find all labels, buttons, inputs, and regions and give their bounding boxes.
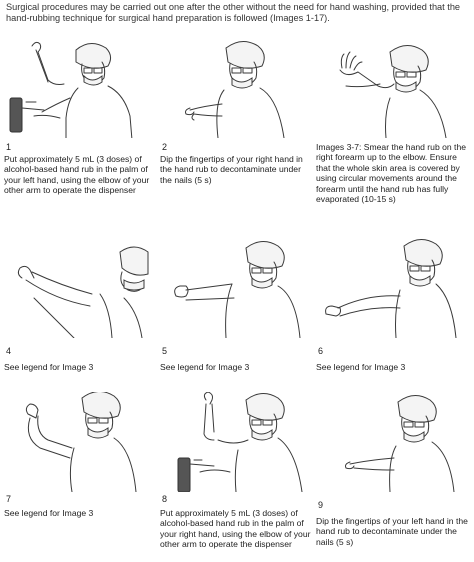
- step-1-caption: Put approximately 5 mL (3 doses) of alco…: [4, 154, 150, 196]
- step-1-illustration: [9, 41, 133, 138]
- step-8: 8 Put approximately 5 mL (3 doses) of al…: [160, 392, 310, 562]
- step-2-illustration: [185, 41, 285, 138]
- step-7: 7 See legend for Image 3: [4, 392, 154, 562]
- step-8-number: 8: [162, 494, 168, 504]
- step-6: 6 See legend for Image 3: [316, 238, 466, 408]
- step-7-illustration: [25, 392, 137, 492]
- step-3-caption: Images 3-7: Smear the hand rub on the ri…: [316, 142, 467, 205]
- step-9-number: 9: [318, 500, 324, 510]
- step-1-number: 1: [6, 142, 12, 152]
- step-4-illustration: [17, 246, 149, 338]
- step-4-caption: See legend for Image 3: [4, 362, 94, 372]
- step-8-caption: Put approximately 5 mL (3 doses) of alco…: [160, 508, 311, 550]
- step-9: 9 Dip the fingertips of your left hand i…: [316, 392, 468, 562]
- step-3: Images 3-7: Smear the hand rub on the ri…: [316, 38, 466, 208]
- step-3-illustration: [339, 45, 447, 138]
- step-4: 4 See legend for Image 3: [4, 238, 154, 408]
- step-2: 2 Dip the fingertips of your right hand …: [160, 38, 310, 208]
- step-6-number: 6: [318, 346, 324, 356]
- step-1: 1 Put approximately 5 mL (3 doses) of al…: [4, 38, 154, 208]
- step-5: 5 See legend for Image 3: [160, 238, 310, 408]
- step-5-number: 5: [162, 346, 168, 356]
- step-7-number: 7: [6, 494, 12, 504]
- step-5-caption: See legend for Image 3: [160, 362, 250, 372]
- step-7-caption: See legend for Image 3: [4, 508, 94, 518]
- step-2-number: 2: [162, 142, 168, 152]
- step-2-caption: Dip the fingertips of your right hand in…: [160, 154, 303, 185]
- step-8-illustration: [177, 392, 303, 492]
- step-6-illustration: [325, 239, 457, 338]
- step-9-illustration: [345, 395, 455, 492]
- intro-text: Surgical procedures may be carried out o…: [6, 2, 461, 23]
- step-4-number: 4: [6, 346, 12, 356]
- step-9-caption: Dip the fingertips of your left hand in …: [316, 516, 468, 547]
- step-6-caption: See legend for Image 3: [316, 362, 406, 372]
- step-5-illustration: [174, 241, 301, 338]
